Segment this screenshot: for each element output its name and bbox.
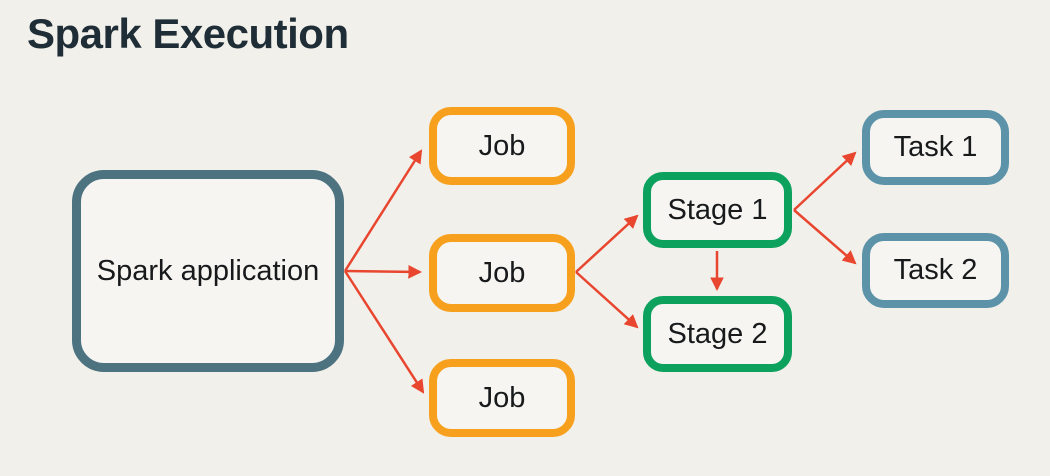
node-job-2: Job <box>429 234 575 312</box>
arrow-spark-to-job3 <box>343 270 425 394</box>
arrow-spark-to-job1 <box>343 149 423 272</box>
node-stage-1-label: Stage 1 <box>667 193 768 226</box>
arrow-stage1-to-task2 <box>793 209 857 265</box>
node-job-2-label: Job <box>478 256 526 289</box>
arrow-job2-to-stage1 <box>575 214 639 273</box>
node-job-1: Job <box>429 107 575 185</box>
node-job-3-label: Job <box>478 381 526 414</box>
node-job-3: Job <box>429 359 575 437</box>
node-stage-2-label: Stage 2 <box>667 317 768 350</box>
node-task-2: Task 2 <box>862 233 1009 308</box>
diagram-title: Spark Execution <box>27 10 349 57</box>
node-stage-2: Stage 2 <box>643 296 792 372</box>
node-task-2-label: Task 2 <box>893 254 978 287</box>
node-task-1-label: Task 1 <box>893 131 978 164</box>
arrow-stage1-to-task1 <box>793 151 857 211</box>
arrow-spark-to-job2 <box>344 264 423 279</box>
node-spark-application: Spark application <box>72 170 344 372</box>
node-job-1-label: Job <box>478 129 526 162</box>
arrow-job2-to-stage2 <box>575 271 639 329</box>
node-spark-application-label: Spark application <box>96 254 320 287</box>
node-task-1: Task 1 <box>862 110 1009 185</box>
node-stage-1: Stage 1 <box>643 172 792 248</box>
